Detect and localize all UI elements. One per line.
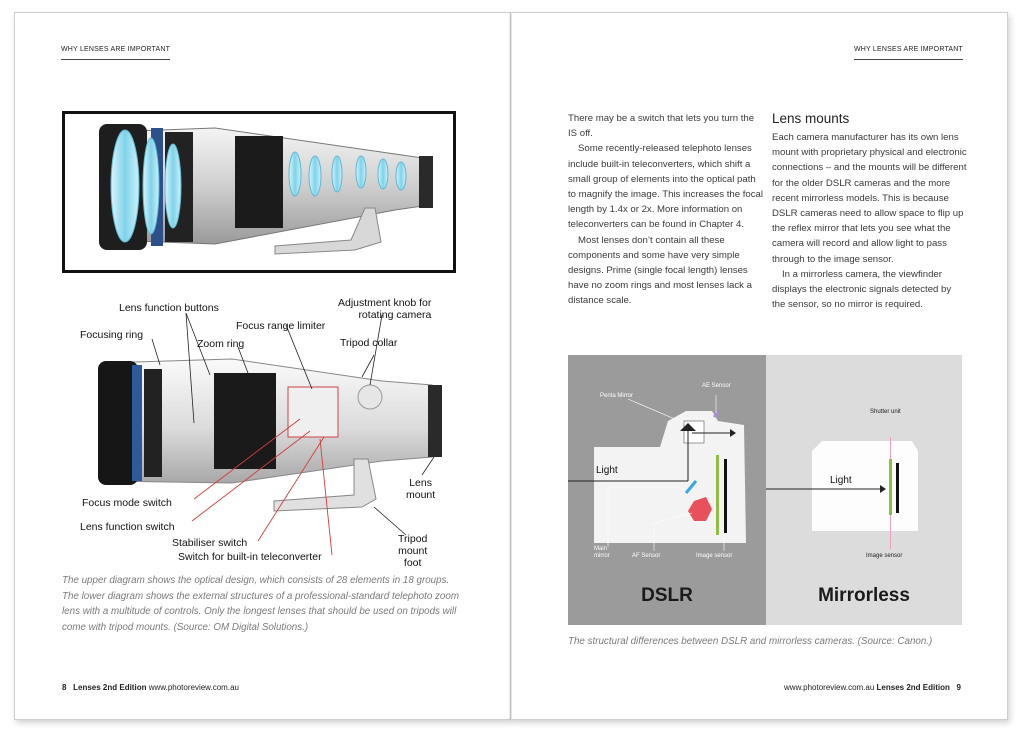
ae-sensor-label: AE Sensor (702, 383, 731, 389)
paragraph: Most lenses don’t contain all these comp… (568, 234, 752, 307)
book-spread: WHY LENSES ARE IMPORTANT (14, 12, 1008, 720)
left-figure-caption: The upper diagram shows the optical desi… (62, 575, 459, 633)
dslr-title: DSLR (641, 585, 693, 606)
main-mirror-label-2: mirror (594, 553, 610, 559)
callout-tripod-mount-foot: Tripod mount foot (398, 533, 428, 569)
publication-title-left: Lenses 2nd Edition (73, 683, 147, 692)
callout-zoom-ring: Zoom ring (197, 338, 245, 350)
section-heading: Lens mounts (772, 111, 850, 126)
page-number-right: 9 (956, 683, 961, 692)
right-page: WHY LENSES ARE IMPORTANT There may be a … (511, 12, 1008, 720)
paragraph: In a mirrorless camera, the viewfinder d… (772, 268, 952, 311)
callout-teleconverter-switch: Switch for built-in teleconverter (178, 551, 322, 563)
dslr-light-label: Light (596, 465, 618, 476)
callout-focusing-ring: Focusing ring (80, 329, 144, 341)
website-left: www.photoreview.com.au (148, 683, 239, 692)
callout-tripod-collar: Tripod collar (340, 337, 398, 349)
mirrorless-image-sensor-label: Image sensor (866, 553, 902, 559)
main-mirror-label-1: Main (594, 546, 607, 552)
text-column-1: There may be a switch that lets you turn… (568, 111, 763, 309)
shutter-unit-label: Shutter unit (870, 409, 901, 415)
callout-focus-mode-switch: Focus mode switch (82, 497, 172, 509)
callout-lens-function-switch: Lens function switch (80, 521, 175, 533)
dslr-vs-mirrorless-figure: Light Penta Mirror AE Sensor Main mirror… (568, 355, 962, 625)
callout-lens-function-buttons: Lens function buttons (119, 302, 219, 314)
callout-lens-mount: Lens mount (406, 477, 436, 501)
page-number-left: 8 (62, 683, 67, 692)
callout-adjustment-knob: Adjustment knob for rotating camera (338, 297, 432, 321)
running-head-left: WHY LENSES ARE IMPORTANT (61, 46, 171, 60)
publication-title-right: Lenses 2nd Edition (876, 683, 950, 692)
af-sensor-label: AF Sensor (632, 553, 660, 559)
right-figure-caption: The structural differences between DSLR … (568, 636, 933, 647)
paragraph: There may be a switch that lets you turn… (568, 113, 755, 140)
website-right: www.photoreview.com.au (784, 683, 875, 692)
mirrorless-title: Mirrorless (818, 585, 910, 606)
footer-right: www.photoreview.com.au Lenses 2nd Editio… (784, 683, 961, 692)
paragraph: Each camera manufacturer has its own len… (772, 132, 967, 265)
penta-mirror-label: Penta Mirror (600, 393, 633, 399)
optical-design-diagram (62, 111, 456, 273)
left-page: WHY LENSES ARE IMPORTANT (14, 12, 511, 720)
dslr-image-sensor-label: Image sensor (696, 553, 732, 559)
callout-focus-range-limiter: Focus range limiter (236, 320, 326, 332)
text-column-2: Lens mounts Each camera manufacturer has… (772, 111, 967, 312)
running-head-right: WHY LENSES ARE IMPORTANT (853, 46, 963, 60)
footer-left: 8 Lenses 2nd Edition www.photoreview.com… (62, 683, 239, 692)
lens-external-diagram: Lens function buttons Focusing ring Zoom… (62, 281, 462, 571)
callout-stabiliser-switch: Stabiliser switch (172, 537, 248, 549)
paragraph: Some recently-released telephoto lenses … (568, 143, 763, 231)
mirrorless-light-label: Light (830, 475, 852, 486)
